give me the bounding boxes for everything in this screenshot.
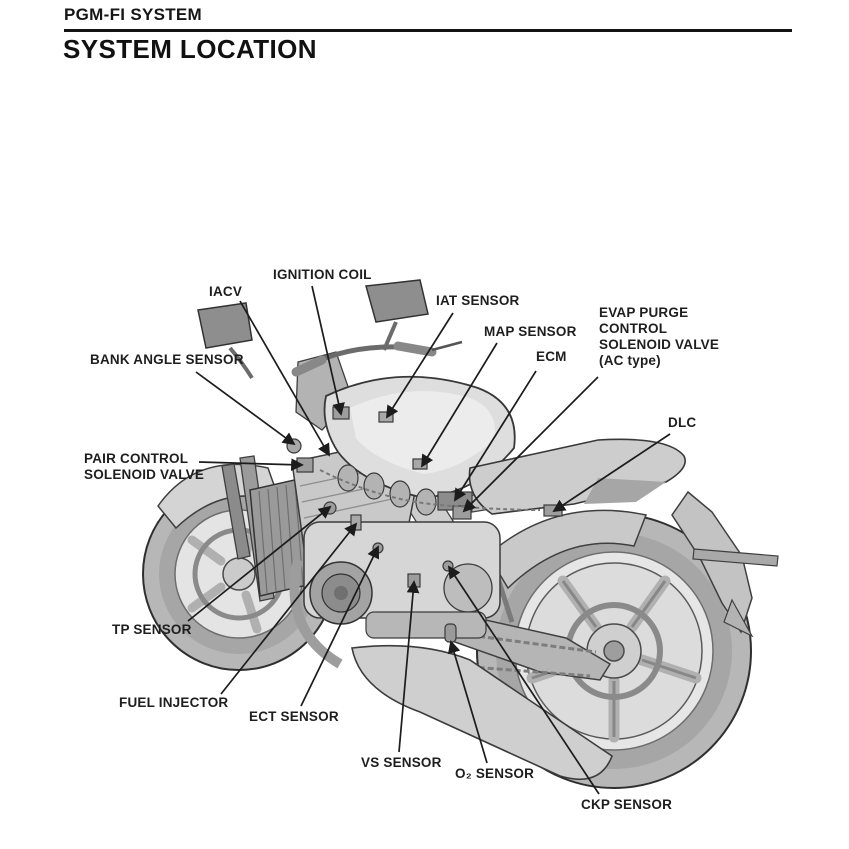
label-vs-sensor: VS SENSOR (361, 755, 442, 770)
header-rule (64, 29, 792, 32)
leader-fuel-injector (220, 522, 358, 695)
leader-ecm (453, 370, 537, 502)
leader-ignition-coil (311, 285, 345, 416)
leader-ect-sensor (300, 545, 380, 707)
tail-and-fender (487, 490, 779, 638)
leader-iacv (239, 300, 330, 457)
label-iacv: IACV (209, 284, 243, 299)
label-o2-sensor: O₂ SENSOR (455, 766, 535, 781)
label-fuel-injector: FUEL INJECTOR (119, 695, 229, 710)
leader-ckp-sensor (447, 565, 600, 795)
label-tp-sensor: TP SENSOR (112, 622, 192, 637)
leader-o2-sensor (447, 640, 488, 764)
leader-iat-sensor (385, 312, 454, 419)
label-evap-purge-control-solenoid-valve: EVAP PURGE CONTROL SOLENOID VALVE (AC ty… (599, 305, 720, 368)
left-mirror (197, 302, 253, 349)
page-title: SYSTEM LOCATION (63, 34, 317, 64)
exhaust (289, 558, 613, 780)
right-mirror (365, 279, 429, 323)
engine (291, 439, 501, 639)
label-iat-sensor: IAT SENSOR (436, 293, 520, 308)
leader-evap (462, 376, 599, 513)
label-dlc: DLC (668, 415, 697, 430)
leader-lines (187, 285, 671, 795)
label-ckp-sensor: CKP SENSOR (581, 797, 673, 812)
label-ecm: ECM (536, 349, 567, 364)
leader-tp-sensor (187, 505, 332, 622)
label-ignition-coil: IGNITION COIL (273, 267, 372, 282)
label-ect-sensor: ECT SENSOR (249, 709, 339, 724)
leader-pair (198, 458, 304, 472)
leader-vs-sensor (398, 580, 420, 753)
leader-dlc (552, 433, 671, 513)
label-map-sensor: MAP SENSOR (484, 324, 577, 339)
label-bank-angle-sensor: BANK ANGLE SENSOR (90, 352, 244, 367)
handlebar-and-mirrors (197, 279, 463, 380)
label-pair-control-solenoid-valve: PAIR CONTROL SOLENOID VALVE (84, 451, 205, 482)
leader-map-sensor (421, 342, 498, 468)
leader-bank-angle-sensor (195, 371, 296, 446)
chapter-header: PGM-FI SYSTEM (64, 5, 203, 24)
